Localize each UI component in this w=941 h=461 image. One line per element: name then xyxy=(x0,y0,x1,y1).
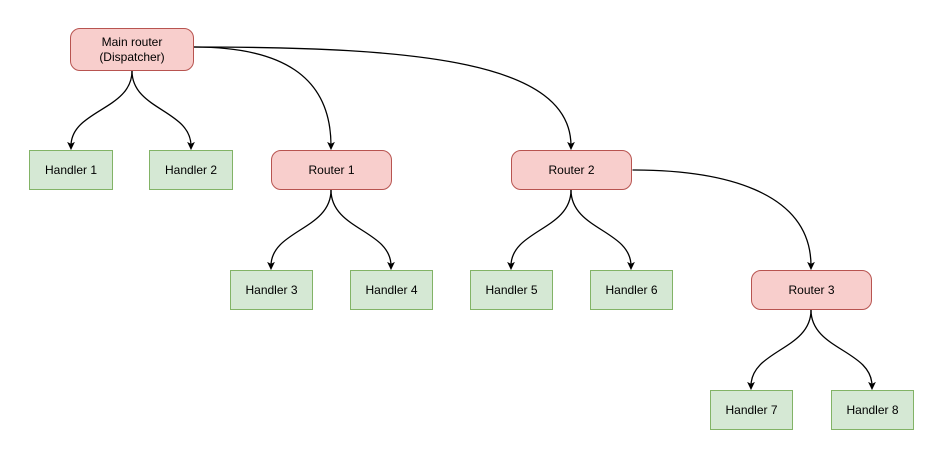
node-main-router[interactable]: Main router (Dispatcher) xyxy=(70,28,194,71)
node-label-router-3: Router 3 xyxy=(788,282,835,297)
edge-router-2-to-handler-6 xyxy=(570,189,635,271)
node-handler-3[interactable]: Handler 3 xyxy=(230,270,313,310)
node-label-handler-3: Handler 3 xyxy=(245,282,298,297)
edge-router-3-to-handler-7 xyxy=(747,309,812,391)
node-label-handler-8: Handler 8 xyxy=(846,402,899,417)
node-label-handler-1: Handler 1 xyxy=(44,162,98,177)
node-label-handler-5: Handler 5 xyxy=(485,282,538,297)
node-label-main-router: Main router (Dispatcher) xyxy=(99,34,165,64)
edge-router-2-to-handler-5 xyxy=(507,189,572,271)
node-label-router-1: Router 1 xyxy=(308,162,355,177)
node-label-router-2: Router 2 xyxy=(548,162,595,177)
edge-main-to-handler-1 xyxy=(67,70,133,151)
node-handler-5[interactable]: Handler 5 xyxy=(470,270,553,310)
node-label-handler-7: Handler 7 xyxy=(725,402,778,417)
edge-main-to-router-1 xyxy=(193,46,335,151)
edge-main-to-router-2 xyxy=(193,46,575,151)
edge-main-to-handler-2 xyxy=(131,70,195,151)
edges-group xyxy=(67,46,876,391)
node-handler-8[interactable]: Handler 8 xyxy=(831,390,914,430)
node-router-3[interactable]: Router 3 xyxy=(751,270,872,310)
node-label-handler-4: Handler 4 xyxy=(365,282,418,297)
node-handler-1[interactable]: Handler 1 xyxy=(29,150,113,190)
node-handler-6[interactable]: Handler 6 xyxy=(590,270,673,310)
node-router-2[interactable]: Router 2 xyxy=(511,150,632,190)
edge-router-3-to-handler-8 xyxy=(810,309,876,391)
edge-router-1-to-handler-3 xyxy=(267,189,332,271)
node-handler-2[interactable]: Handler 2 xyxy=(149,150,233,190)
edge-router-2-to-router-3 xyxy=(632,169,815,271)
node-label-handler-6: Handler 6 xyxy=(605,282,658,297)
node-handler-7[interactable]: Handler 7 xyxy=(710,390,793,430)
node-handler-4[interactable]: Handler 4 xyxy=(350,270,433,310)
node-router-1[interactable]: Router 1 xyxy=(271,150,392,190)
edge-router-1-to-handler-4 xyxy=(330,189,395,271)
node-label-handler-2: Handler 2 xyxy=(164,162,218,177)
